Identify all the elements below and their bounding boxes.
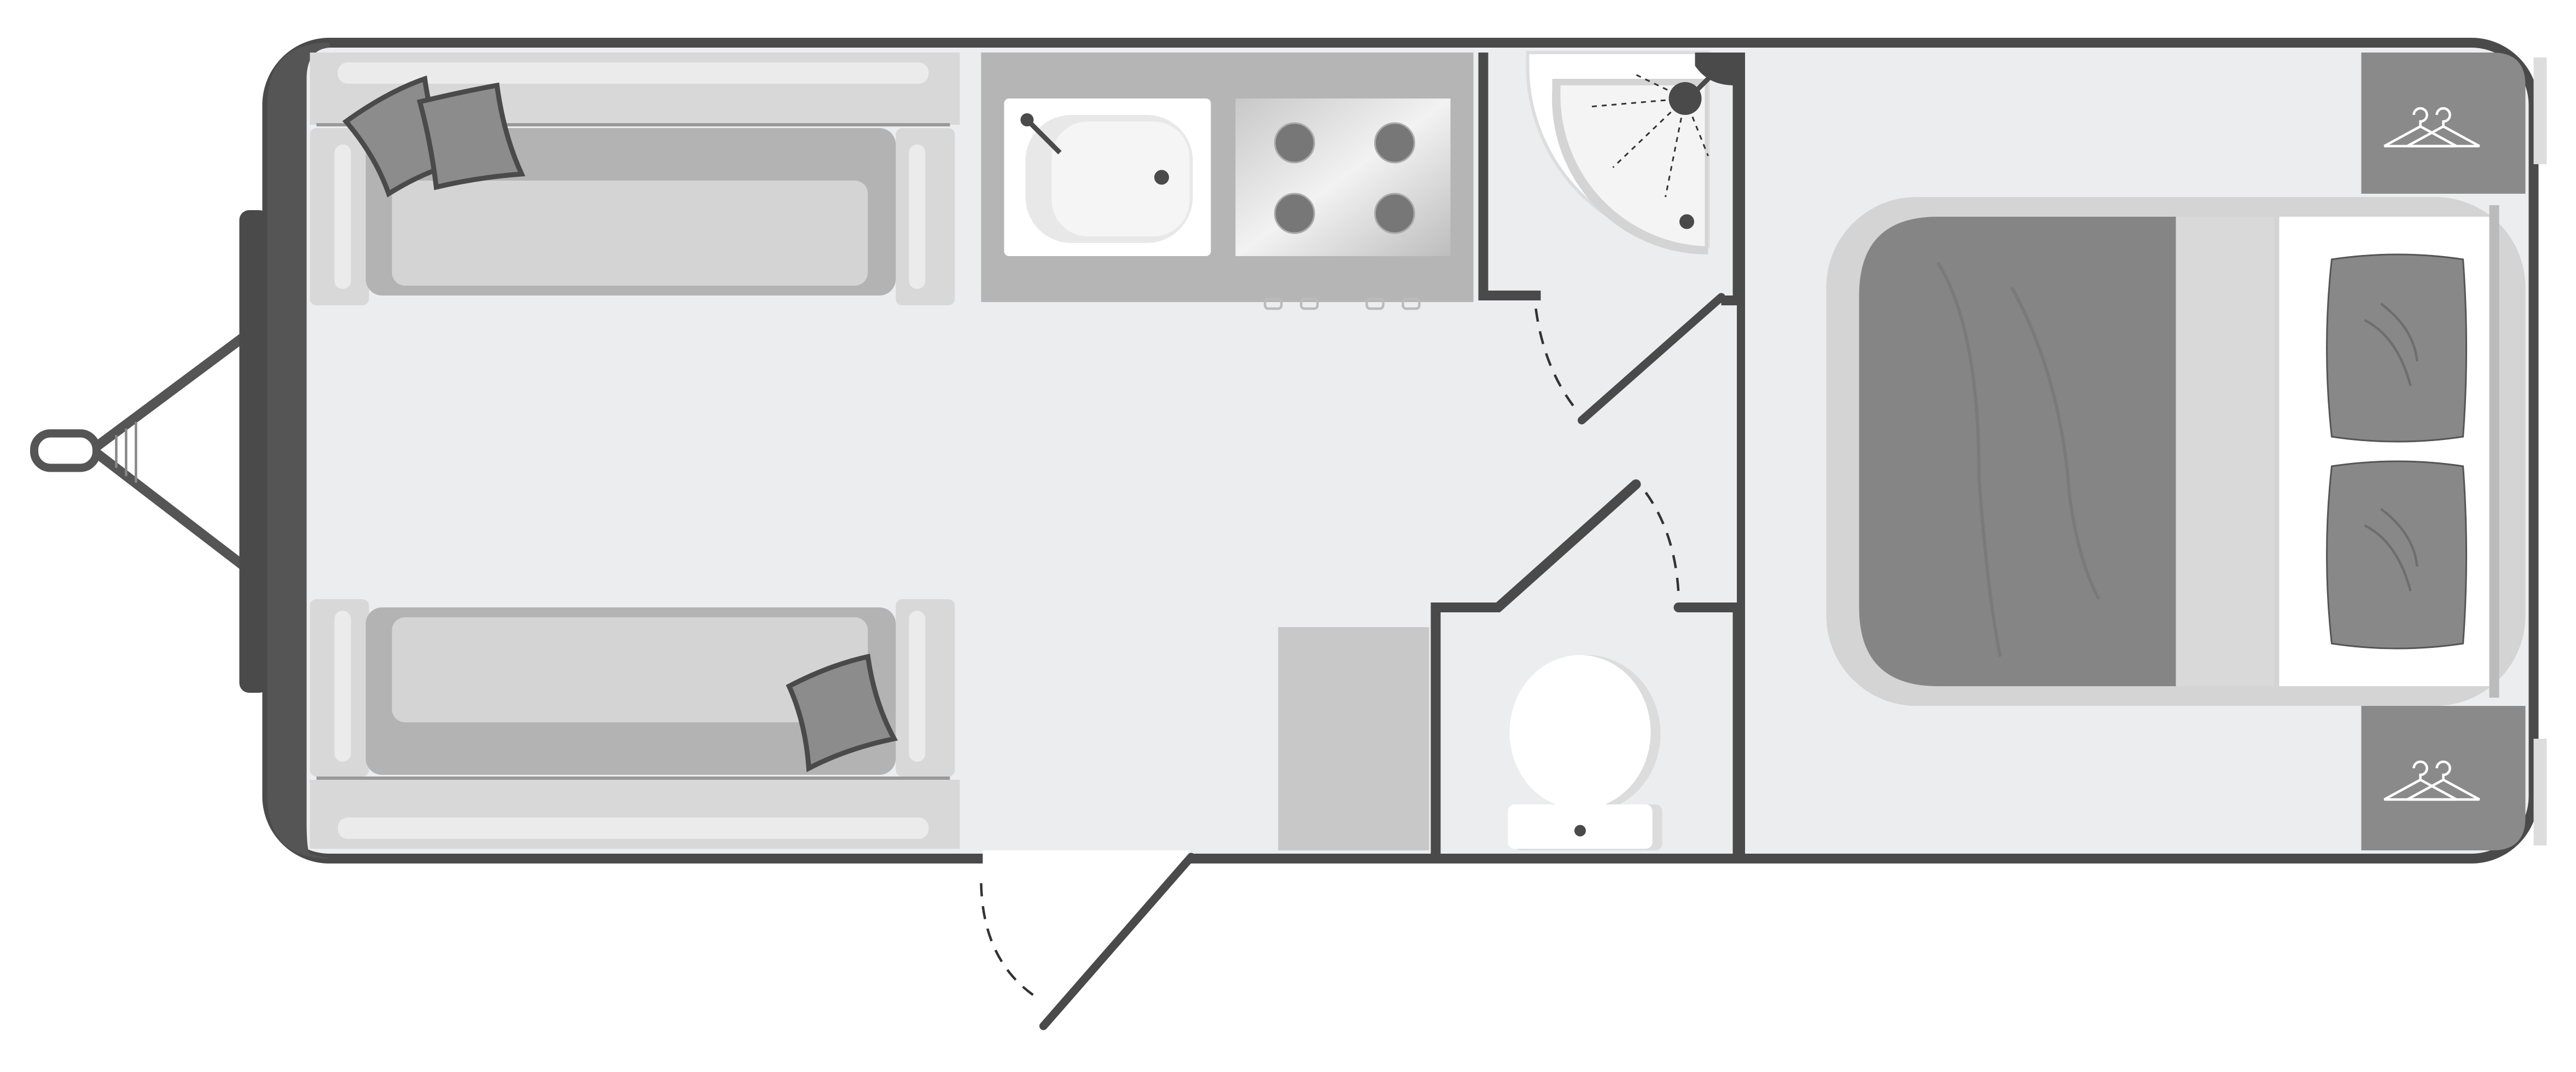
shower-door[interactable] [1578, 293, 1725, 425]
washroom [1431, 479, 1743, 859]
hitch-icon [30, 210, 269, 693]
front-wall [267, 43, 330, 859]
kitchen-counter [981, 53, 1474, 310]
sofa-bottom[interactable] [310, 599, 960, 849]
shower-room [1478, 51, 1743, 425]
entrance-door[interactable] [980, 853, 1195, 1030]
cushion-icon [786, 653, 898, 773]
sofa-top[interactable] [310, 53, 960, 305]
bed-icon[interactable] [1826, 197, 2526, 706]
sink-icon[interactable] [1004, 98, 1211, 256]
wardrobe-top[interactable] [2361, 53, 2526, 194]
wardrobe-bottom[interactable] [2361, 706, 2526, 850]
hob-icon[interactable] [1235, 98, 1451, 256]
toilet-icon[interactable] [1508, 655, 1662, 850]
cushion-icon [342, 75, 526, 198]
door-swing-icon [980, 883, 1036, 998]
cupboard[interactable] [1278, 627, 1429, 850]
